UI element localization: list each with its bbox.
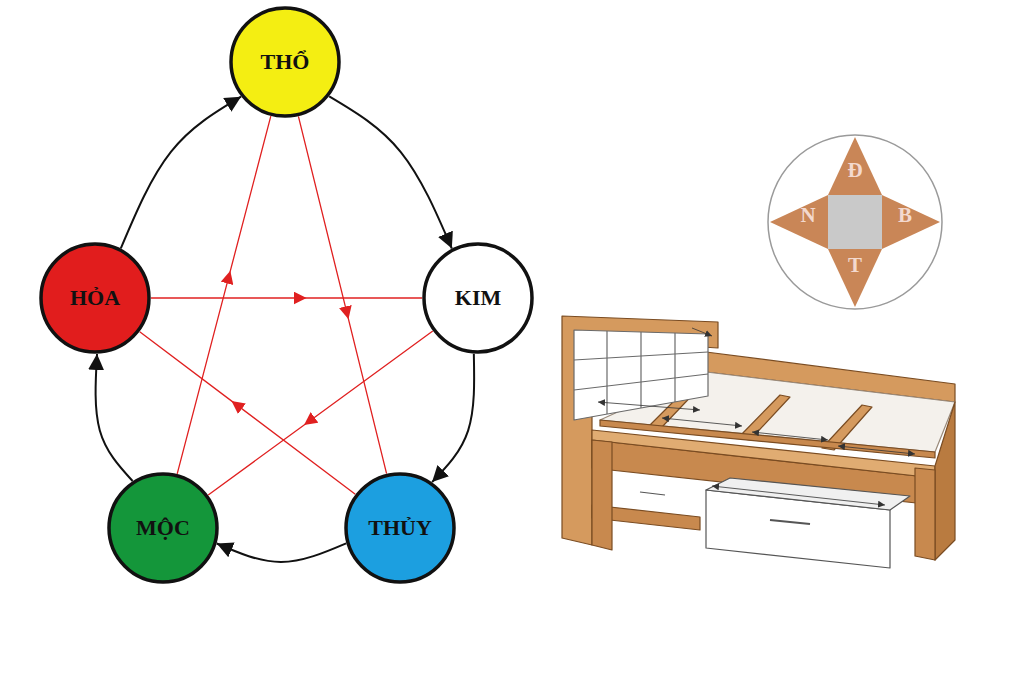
element-circle: HỎA: [39, 242, 151, 354]
compass-letter: N: [800, 203, 815, 228]
overcoming-arrow: [140, 332, 356, 495]
overcoming-arrow: [208, 331, 433, 495]
generating-arrow: [329, 96, 452, 248]
element-circle: THỦY: [344, 472, 456, 584]
element-circle: THỔ: [229, 6, 341, 118]
element-name: THỔ: [261, 49, 310, 75]
compass: [768, 135, 942, 309]
compass-letter: Đ: [847, 158, 862, 183]
element-circle: KIM: [422, 242, 534, 354]
compass-letter: T: [848, 253, 862, 278]
generating-arrow: [96, 354, 133, 481]
element-name: THỦY: [368, 515, 432, 541]
generating-arrow: [217, 543, 346, 562]
generating-arrow: [432, 354, 474, 482]
compass-letter: B: [898, 203, 912, 228]
element-name: HỎA: [70, 285, 120, 311]
overcoming-arrow: [151, 297, 422, 298]
element-name: MỘC: [136, 515, 190, 541]
element-name: KIM: [455, 285, 501, 311]
overcoming-arrow: [298, 116, 386, 473]
bed-illustration: [562, 316, 955, 568]
generating-arrow: [121, 97, 241, 249]
element-circle: MỘC: [107, 472, 219, 584]
